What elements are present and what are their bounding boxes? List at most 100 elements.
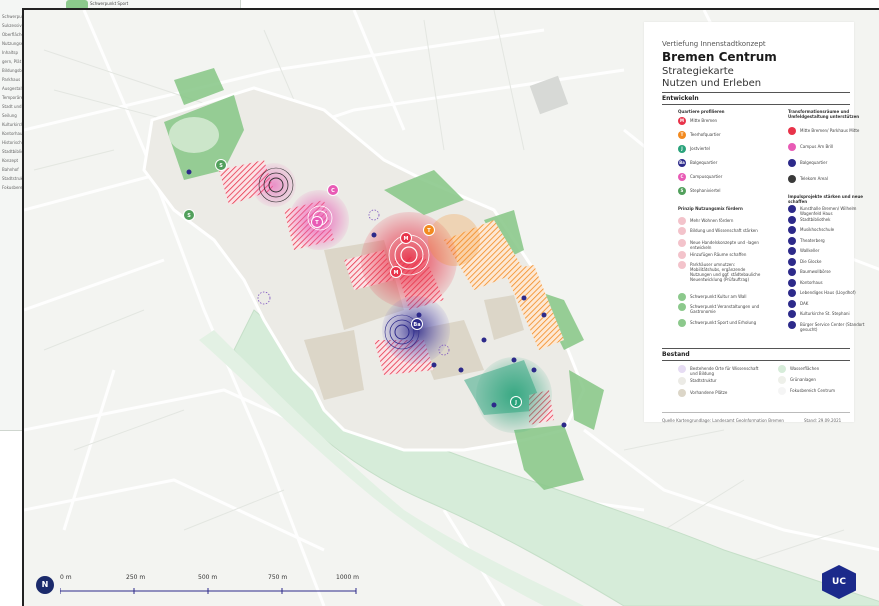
underlying-text-line: Stadtstruktur bbox=[2, 176, 29, 181]
legend-symbol-icon bbox=[788, 299, 796, 308]
underlying-text-line: gern, Plät bbox=[2, 59, 22, 64]
legend-symbol-icon: C bbox=[678, 173, 686, 181]
legend-subtitle-1: Strategiekarte bbox=[662, 66, 734, 77]
legend-symbol-icon bbox=[778, 387, 786, 395]
district-marker-s[interactable]: S bbox=[215, 159, 227, 171]
legend-rule bbox=[662, 92, 850, 93]
legend-symbol-icon bbox=[788, 320, 796, 329]
district-marker-m[interactable]: M bbox=[390, 266, 402, 278]
legend-item: Stadtbibliothek bbox=[800, 216, 831, 222]
legend-symbol-icon bbox=[788, 236, 796, 245]
underlying-text-line: Parkhaus bbox=[2, 77, 21, 82]
impulse-project-markers[interactable] bbox=[186, 169, 567, 428]
legend-item: Teerhofquartier bbox=[690, 132, 721, 137]
legend-item: Theaterberg bbox=[800, 237, 825, 243]
legend-item: Wasserflächen bbox=[790, 366, 820, 371]
legend-item: Bestehende Orte für Wissenschaft und Bil… bbox=[690, 366, 759, 376]
legend-item: Campusquartier bbox=[690, 174, 723, 179]
legend-symbol-icon bbox=[788, 289, 796, 297]
legend-symbol-icon bbox=[788, 310, 796, 318]
underlying-text-line: Konzept bbox=[2, 158, 19, 163]
legend-item: Mehr Wohnen fördern bbox=[690, 218, 734, 223]
underlying-text-line: Seilung bbox=[2, 113, 17, 118]
legend-symbol-icon bbox=[788, 278, 796, 287]
district-marker-j[interactable]: J bbox=[510, 396, 522, 408]
scale-label: 500 m bbox=[198, 574, 218, 581]
legend-symbol-icon bbox=[678, 239, 686, 247]
building-block bbox=[529, 75, 569, 115]
legend-symbol-icon: J bbox=[678, 145, 686, 153]
district-marker-s[interactable]: S bbox=[183, 209, 195, 221]
svg-text:Ba: Ba bbox=[413, 322, 420, 328]
legend-symbol-icon: M bbox=[678, 117, 686, 125]
legend-symbol-icon: T bbox=[678, 131, 686, 139]
underlying-text-line: Nutzungserg bbox=[2, 41, 28, 46]
scale-label: 250 m bbox=[126, 574, 146, 581]
legend-item: Wallkeller bbox=[800, 248, 820, 253]
underlying-text-line: Bahnhof bbox=[2, 167, 19, 172]
scale-bar bbox=[60, 588, 357, 594]
legend-item: Musikhochschule bbox=[800, 227, 835, 232]
underlying-text-line: Historisches bbox=[2, 140, 27, 145]
district-marker-t[interactable]: T bbox=[423, 224, 435, 236]
legend-item: DAK bbox=[800, 300, 809, 306]
legend-symbol-icon: Ba bbox=[678, 159, 686, 167]
legend-symbol-icon bbox=[788, 205, 796, 213]
district-marker-t[interactable]: T bbox=[311, 216, 323, 228]
legend-rule bbox=[662, 348, 850, 349]
legend-symbol-icon bbox=[788, 127, 796, 135]
legend-item: Bildung und Wissenschaft stärken bbox=[690, 228, 758, 233]
legend-date: Stand: 29.09.2021 bbox=[804, 418, 842, 423]
district-marker-c[interactable]: C bbox=[327, 184, 339, 196]
legend-symbol-icon bbox=[678, 251, 686, 259]
district-markers[interactable]: S S C T T M M BaJ bbox=[183, 159, 522, 408]
legend-item: Kontorhaus bbox=[800, 279, 823, 285]
svg-text:T: T bbox=[427, 228, 431, 234]
scale-label: 0 m bbox=[60, 574, 72, 581]
legend-item: Baumwollbörse bbox=[800, 269, 831, 274]
legend-symbol-icon bbox=[678, 377, 686, 385]
underlying-text-line: Inhaltsp bbox=[2, 50, 19, 55]
legend-symbol-icon bbox=[678, 293, 686, 301]
uc-logo-badge: UC bbox=[822, 565, 856, 599]
legend-item: Schwerpunkt Sport und Erholung bbox=[690, 320, 757, 325]
underlying-text-line: Bildungsbau bbox=[2, 68, 27, 73]
legend-item: Die Glocke bbox=[800, 258, 822, 264]
sport-label: Schwerpunkt Sport bbox=[90, 1, 129, 6]
green-swatch bbox=[66, 0, 88, 10]
legend-symbol-icon bbox=[788, 268, 796, 276]
legend-symbol-icon bbox=[788, 159, 796, 167]
underlying-text-line: Temporäre bbox=[2, 95, 24, 100]
legend-item: Stadtstruktur bbox=[690, 378, 717, 383]
svg-text:J: J bbox=[514, 400, 517, 406]
legend-symbol-icon bbox=[788, 215, 796, 224]
legend-item: Jostviertel bbox=[690, 146, 711, 151]
north-arrow-icon: N bbox=[36, 576, 54, 594]
underlying-text-line: Stadtbibliothek bbox=[2, 149, 33, 154]
legend-col1-head: Quartiere profilieren bbox=[678, 109, 725, 114]
legend-col2b-head: Impulsprojekte stärken und neue schaffen bbox=[788, 194, 864, 204]
district-marker-m[interactable]: M bbox=[400, 232, 412, 244]
weser-river-arm bbox=[199, 330, 584, 606]
education-sites bbox=[257, 209, 450, 356]
legend-item: Fokusbereich Centrum bbox=[790, 388, 835, 393]
legend-title: Bremen Centrum bbox=[662, 50, 777, 64]
legend-item: Balgequartier bbox=[690, 160, 718, 165]
legend-symbol-icon: S bbox=[678, 187, 686, 195]
legend-rule bbox=[662, 360, 850, 361]
district-marker-ba[interactable]: Ba bbox=[411, 318, 423, 330]
legend-symbol-icon bbox=[788, 175, 796, 183]
svg-text:S: S bbox=[219, 163, 223, 169]
legend-subtitle-2: Nutzen und Erleben bbox=[662, 78, 762, 89]
legend-symbol-icon bbox=[778, 376, 786, 384]
legend-item: Schwerpunkt Veranstaltungen und Gastrono… bbox=[690, 304, 760, 314]
legend-col1b-head: Prinzip Nutzungsmix fördern bbox=[678, 206, 743, 211]
legend-panel: Vertiefung Innenstadtkonzept Bremen Cent… bbox=[644, 22, 864, 423]
legend-symbol-icon bbox=[788, 257, 796, 266]
legend-item: Kunsthalle Bremen/ Wilhelm Wagenfeld Hau… bbox=[800, 206, 857, 216]
legend-item: Schwerpunkt Kultur am Wall bbox=[690, 294, 747, 299]
legend-symbol-icon bbox=[678, 389, 686, 397]
legend-section-develop: Entwickeln bbox=[662, 95, 699, 102]
